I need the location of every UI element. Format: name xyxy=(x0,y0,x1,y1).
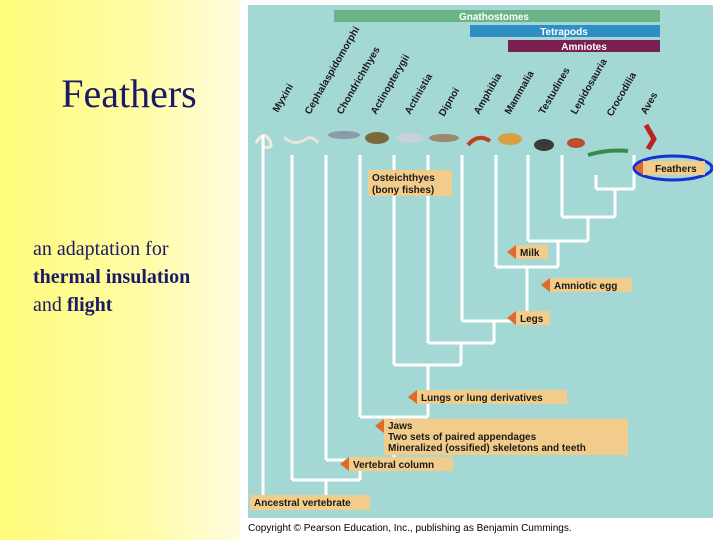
feathers-arrow xyxy=(634,161,643,175)
legs-label: Legs xyxy=(520,314,544,325)
lamprey-icon xyxy=(282,135,320,144)
bony-fishes-label: (bony fishes) xyxy=(372,185,434,196)
lungs-arrow xyxy=(408,390,417,404)
jaws-arrow xyxy=(375,419,384,433)
taxon-testudines: Testudines xyxy=(537,66,573,117)
crocodile-icon xyxy=(587,148,629,157)
body-line-3-prefix: and xyxy=(33,294,67,316)
hagfish-icon xyxy=(254,134,273,149)
body-bold-text: thermal insulation xyxy=(33,266,191,288)
taxon-cephalaspidomorphi: Cephalaspidomorphi xyxy=(303,25,362,117)
gnathostomes-bar xyxy=(334,10,660,22)
slide-body-text: an adaptation for thermal insulation and… xyxy=(33,235,243,319)
paired-appendages-label: Two sets of paired appendages xyxy=(388,432,537,443)
taxon-myxini: Myxini xyxy=(271,82,296,115)
amniotes-label: Amniotes xyxy=(561,42,607,53)
bony-fish-icon xyxy=(365,132,389,144)
slide-left-panel xyxy=(0,0,240,540)
milk-label: Milk xyxy=(520,248,540,259)
taxon-aves: Aves xyxy=(639,90,661,116)
shark-icon xyxy=(328,131,360,139)
ancestral-vertebrate-box xyxy=(250,495,370,510)
mineralized-skeleton-label: Mineralized (ossified) skeletons and tee… xyxy=(388,443,586,454)
body-line-2: thermal insulation xyxy=(33,263,243,291)
milk-arrow xyxy=(507,245,516,259)
bird-icon xyxy=(643,123,657,151)
lungs-box xyxy=(417,390,567,404)
body-line-3: and flight xyxy=(33,291,243,319)
coelacanth-icon xyxy=(396,133,424,143)
salamander-icon xyxy=(466,135,492,147)
phylogeny-figure: Gnathostomes Tetrapods Amniotes Myxini C… xyxy=(248,5,714,518)
jaws-label: Jaws xyxy=(388,421,413,432)
taxon-actinistia: Actinistia xyxy=(403,72,435,117)
amniotes-bar xyxy=(508,40,660,52)
gnathostomes-label: Gnathostomes xyxy=(459,12,529,23)
lungfish-icon xyxy=(429,134,459,142)
tetrapods-bar xyxy=(470,25,660,37)
feathers-label: Feathers xyxy=(655,164,697,175)
legs-arrow xyxy=(507,311,516,325)
amniotic-egg-arrow xyxy=(541,278,550,292)
feathers-box xyxy=(643,161,705,175)
body-line-1: an adaptation for xyxy=(33,238,169,260)
osteichthyes-box xyxy=(368,170,452,196)
animal-illustrations xyxy=(254,123,657,157)
amniotic-egg-box xyxy=(550,278,632,292)
slide-title: Feathers xyxy=(61,71,197,116)
lungs-label: Lungs or lung derivatives xyxy=(421,393,543,404)
leopard-icon xyxy=(498,133,522,145)
vertebral-column-arrow xyxy=(340,457,349,471)
copyright-notice: Copyright © Pearson Education, Inc., pub… xyxy=(248,523,572,534)
milk-box xyxy=(516,245,548,259)
vertebral-column-label: Vertebral column xyxy=(353,460,434,471)
osteichthyes-label: Osteichthyes xyxy=(372,173,435,184)
turtle-icon xyxy=(534,139,554,151)
taxon-amphibia: Amphibia xyxy=(472,71,505,116)
legs-box xyxy=(516,311,550,325)
lizard-icon xyxy=(567,138,585,148)
taxon-lepidosauria: Lepidosauria xyxy=(569,57,610,117)
taxon-dipnoi: Dipnoi xyxy=(437,86,462,119)
tetrapods-label: Tetrapods xyxy=(540,27,588,38)
vertebral-column-box xyxy=(349,457,453,471)
jaws-box xyxy=(384,419,628,455)
phylogeny-svg: Gnathostomes Tetrapods Amniotes Myxini C… xyxy=(250,10,714,510)
amniotic-egg-label: Amniotic egg xyxy=(554,281,617,292)
taxon-mammalia: Mammalia xyxy=(503,69,537,117)
ancestral-vertebrate-label: Ancestral vertebrate xyxy=(254,498,351,509)
taxon-crocodilia: Crocodilia xyxy=(605,70,639,118)
body-bold-flight: flight xyxy=(66,294,113,316)
